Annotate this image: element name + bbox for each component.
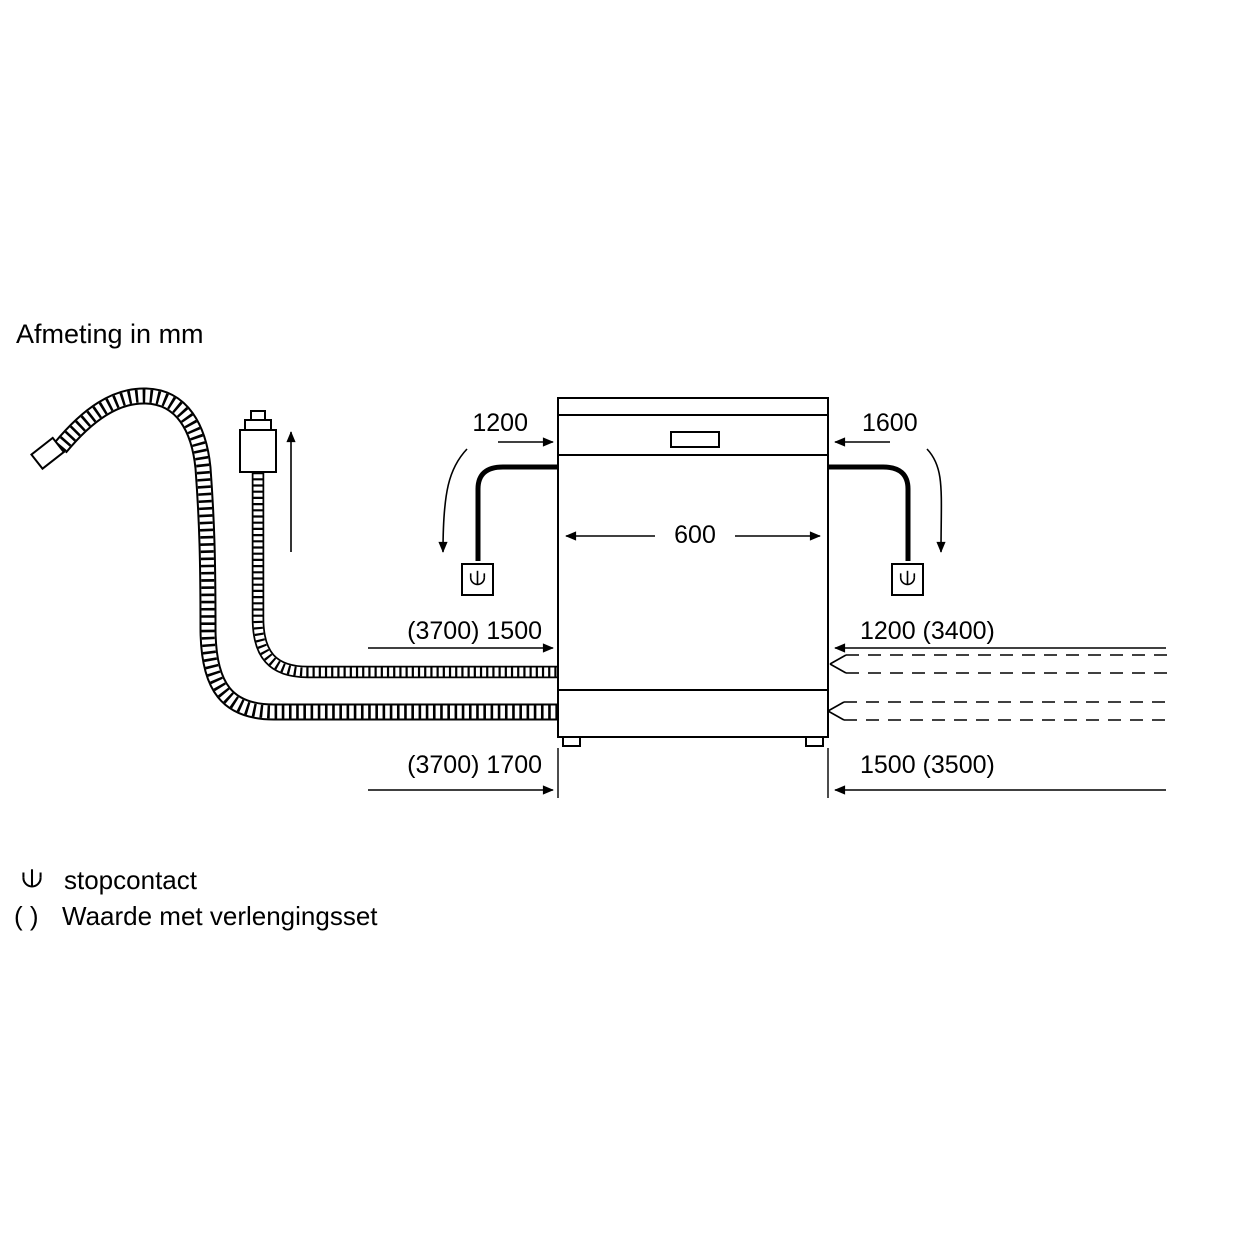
dim-label-top-right: 1600: [862, 409, 918, 437]
dim-label-mid-left: (3700) 1500: [407, 617, 542, 645]
dishwasher-foot-right: [805, 736, 824, 747]
power-cord-left: [475, 464, 558, 561]
legend-extension-label: Waarde met verlengingsset: [62, 900, 378, 931]
dim-label-bottom-right: 1500 (3500): [860, 751, 995, 779]
power-plug-left: [461, 563, 494, 596]
power-cord-right: [828, 464, 911, 561]
legend-row-extension: ( ) Waarde met verlengingsset: [14, 900, 378, 932]
dishwasher-foot-left: [562, 736, 581, 747]
control-panel-handle: [670, 431, 720, 448]
hose-extension-dashed-lines: [827, 654, 1168, 721]
drain-hose: [30, 396, 557, 712]
diagram-title: Afmeting in mm: [16, 319, 204, 349]
dim-leader-top-right: [926, 448, 946, 553]
dim-label-mid-right: 1200 (3400): [860, 617, 995, 645]
legend: stopcontact ( ) Waarde met verlengingsse…: [14, 864, 378, 932]
dishwasher-front-view: [557, 397, 829, 747]
dim-label-bottom-left: (3700) 1700: [407, 751, 542, 779]
dim-leader-top-left: [438, 448, 468, 553]
dim-label-width: 600: [655, 521, 735, 549]
dim-label-top-left: 1200: [472, 409, 528, 437]
parentheses-symbol: ( ): [14, 900, 39, 931]
legend-row-socket: stopcontact: [14, 864, 378, 896]
socket-icon: [22, 868, 42, 888]
power-plug-right: [891, 563, 924, 596]
legend-socket-label: stopcontact: [64, 864, 197, 895]
drain-hose-end-cap: [30, 436, 66, 471]
water-tap-connector: [239, 410, 277, 473]
